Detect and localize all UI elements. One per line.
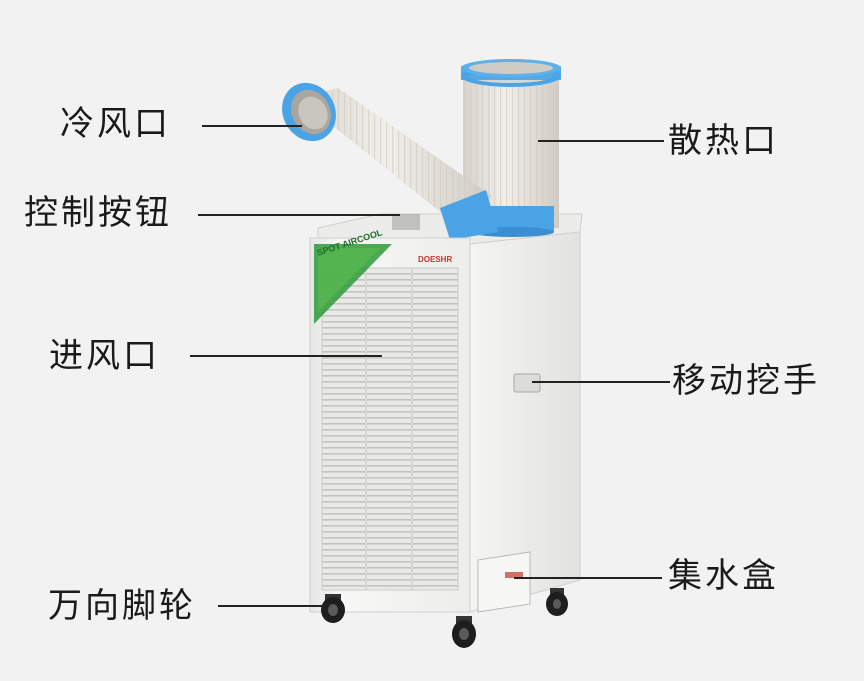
product-sticker <box>314 244 392 324</box>
label-casters: 万向脚轮 <box>48 586 196 626</box>
leader-casters <box>218 605 326 607</box>
leader-cold-air-outlet <box>202 125 302 127</box>
front-grille <box>321 267 459 591</box>
leader-heat-exhaust <box>538 140 664 142</box>
label-air-inlet: 进风口 <box>49 336 160 376</box>
brand-text: DOESHR <box>418 255 452 264</box>
cold-air-duct <box>282 82 498 240</box>
leader-control-buttons <box>198 214 400 216</box>
label-water-tank: 集水盒 <box>668 556 779 596</box>
carry-handle[interactable] <box>513 373 541 393</box>
casters <box>321 588 568 648</box>
label-carry-handle: 移动挖手 <box>672 361 820 401</box>
leader-air-inlet <box>190 355 382 357</box>
label-control-buttons: 控制按钮 <box>24 193 172 233</box>
label-cold-air-outlet: 冷风口 <box>60 104 171 144</box>
leader-water-tank <box>514 577 662 579</box>
leader-carry-handle <box>532 381 670 383</box>
label-heat-exhaust: 散热口 <box>668 121 779 161</box>
control-panel <box>392 214 420 230</box>
water-tank[interactable] <box>477 551 531 613</box>
